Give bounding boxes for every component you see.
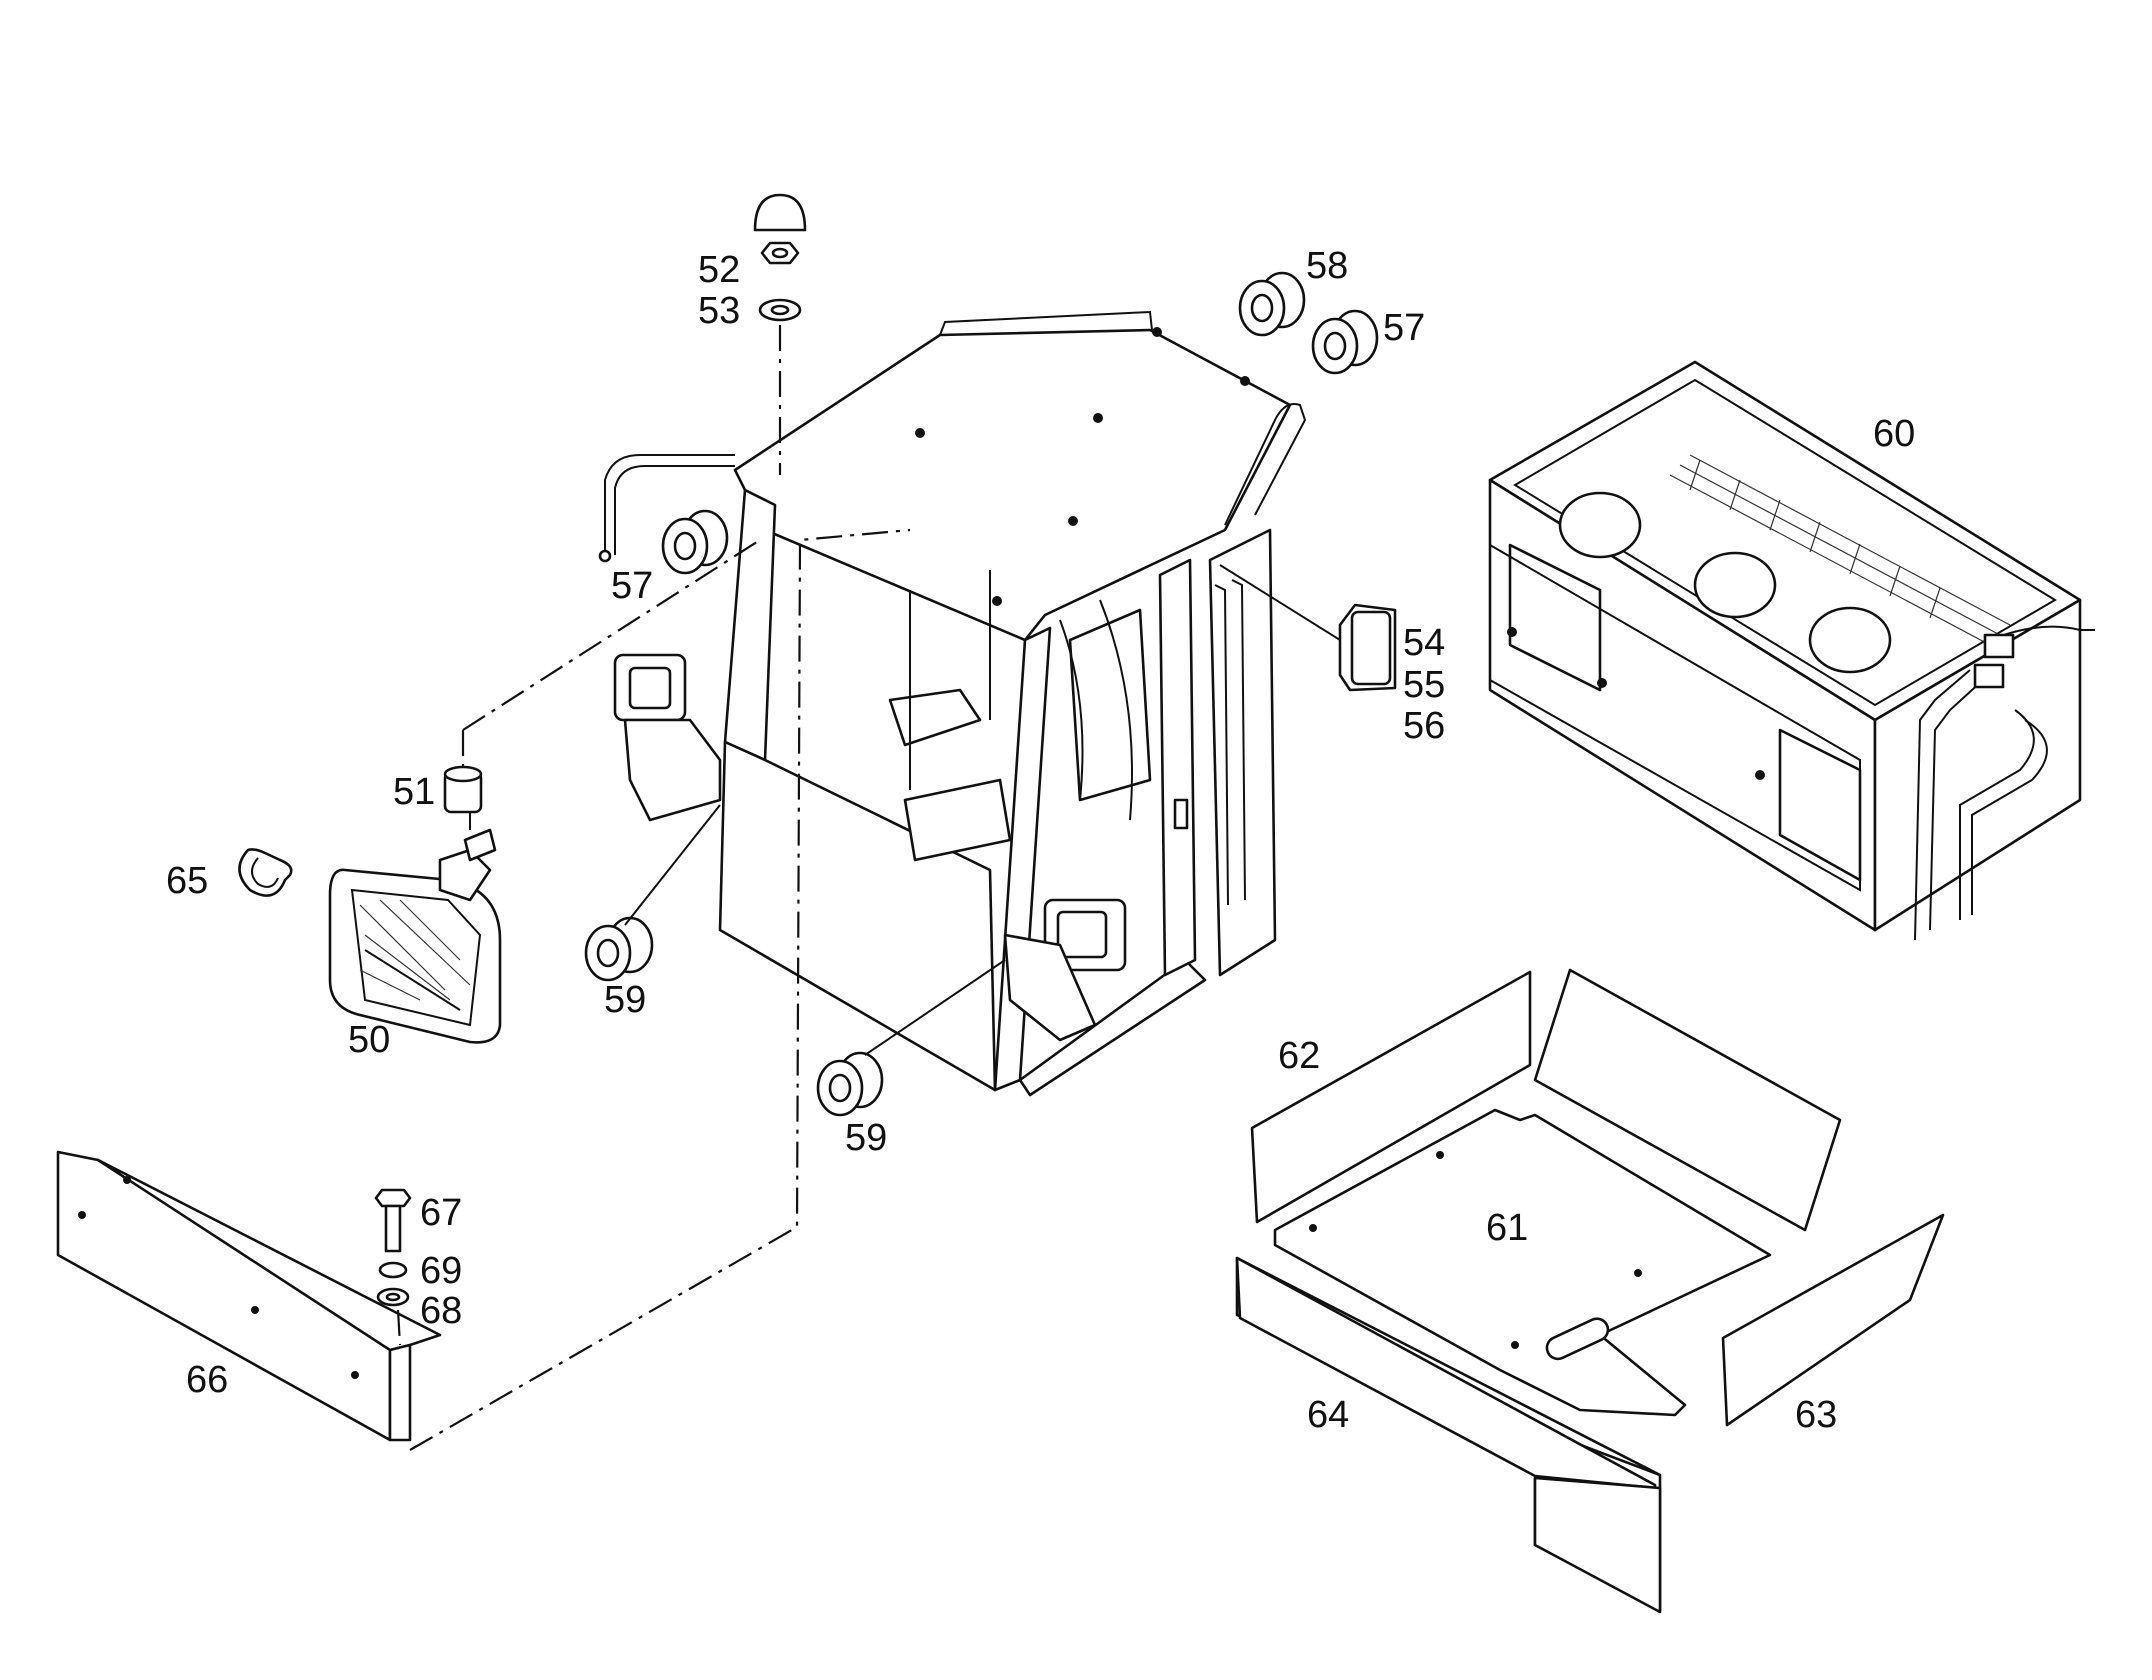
grommet-57-left (661, 509, 729, 575)
callout-labels: 50 51 52 53 54 55 56 57 57 58 59 59 60 6… (166, 245, 1915, 1436)
callout-52: 52 (698, 249, 740, 291)
bolt-stack (374, 1188, 412, 1346)
callout-59-left: 59 (604, 979, 646, 1021)
operator-cab (598, 310, 1307, 1097)
grommet-59-left (584, 916, 654, 982)
callout-57-left: 57 (611, 565, 653, 607)
callout-58: 58 (1306, 245, 1348, 287)
heater-unit (1488, 360, 2095, 941)
rear-panel (1533, 968, 1842, 1232)
callout-50: 50 (348, 1019, 390, 1061)
callout-68: 68 (420, 1290, 462, 1332)
hose-clamp (238, 848, 293, 897)
work-light (328, 810, 502, 1044)
callout-65: 65 (166, 860, 208, 902)
floor-mat (1273, 1108, 1772, 1417)
callout-54: 54 (1403, 622, 1445, 664)
side-panel-63 (1721, 1213, 1945, 1427)
callout-57-right: 57 (1383, 307, 1425, 349)
callout-69: 69 (420, 1250, 462, 1292)
callout-55: 55 (1403, 664, 1445, 706)
callout-66: 66 (186, 1359, 228, 1401)
mounting-bracket (56, 1150, 442, 1442)
grommet-59-bottom (816, 1051, 884, 1117)
spacer-sleeve (443, 539, 761, 814)
grommet-58 (1238, 271, 1306, 337)
callout-62: 62 (1278, 1035, 1320, 1077)
callout-63: 63 (1795, 1394, 1837, 1436)
interior-lamp (1219, 564, 1397, 692)
callout-59-bottom: 59 (845, 1117, 887, 1159)
callout-67: 67 (420, 1192, 462, 1234)
callout-53: 53 (698, 290, 740, 332)
cap-nut-stack (753, 193, 807, 475)
callout-51: 51 (393, 771, 435, 813)
callout-56: 56 (1403, 705, 1445, 747)
grommet-57-right (1311, 309, 1379, 375)
callout-64: 64 (1307, 1394, 1349, 1436)
callout-60: 60 (1873, 413, 1915, 455)
callout-61: 61 (1486, 1207, 1528, 1249)
side-panel-62 (1250, 970, 1532, 1224)
grommets (584, 271, 1379, 1117)
